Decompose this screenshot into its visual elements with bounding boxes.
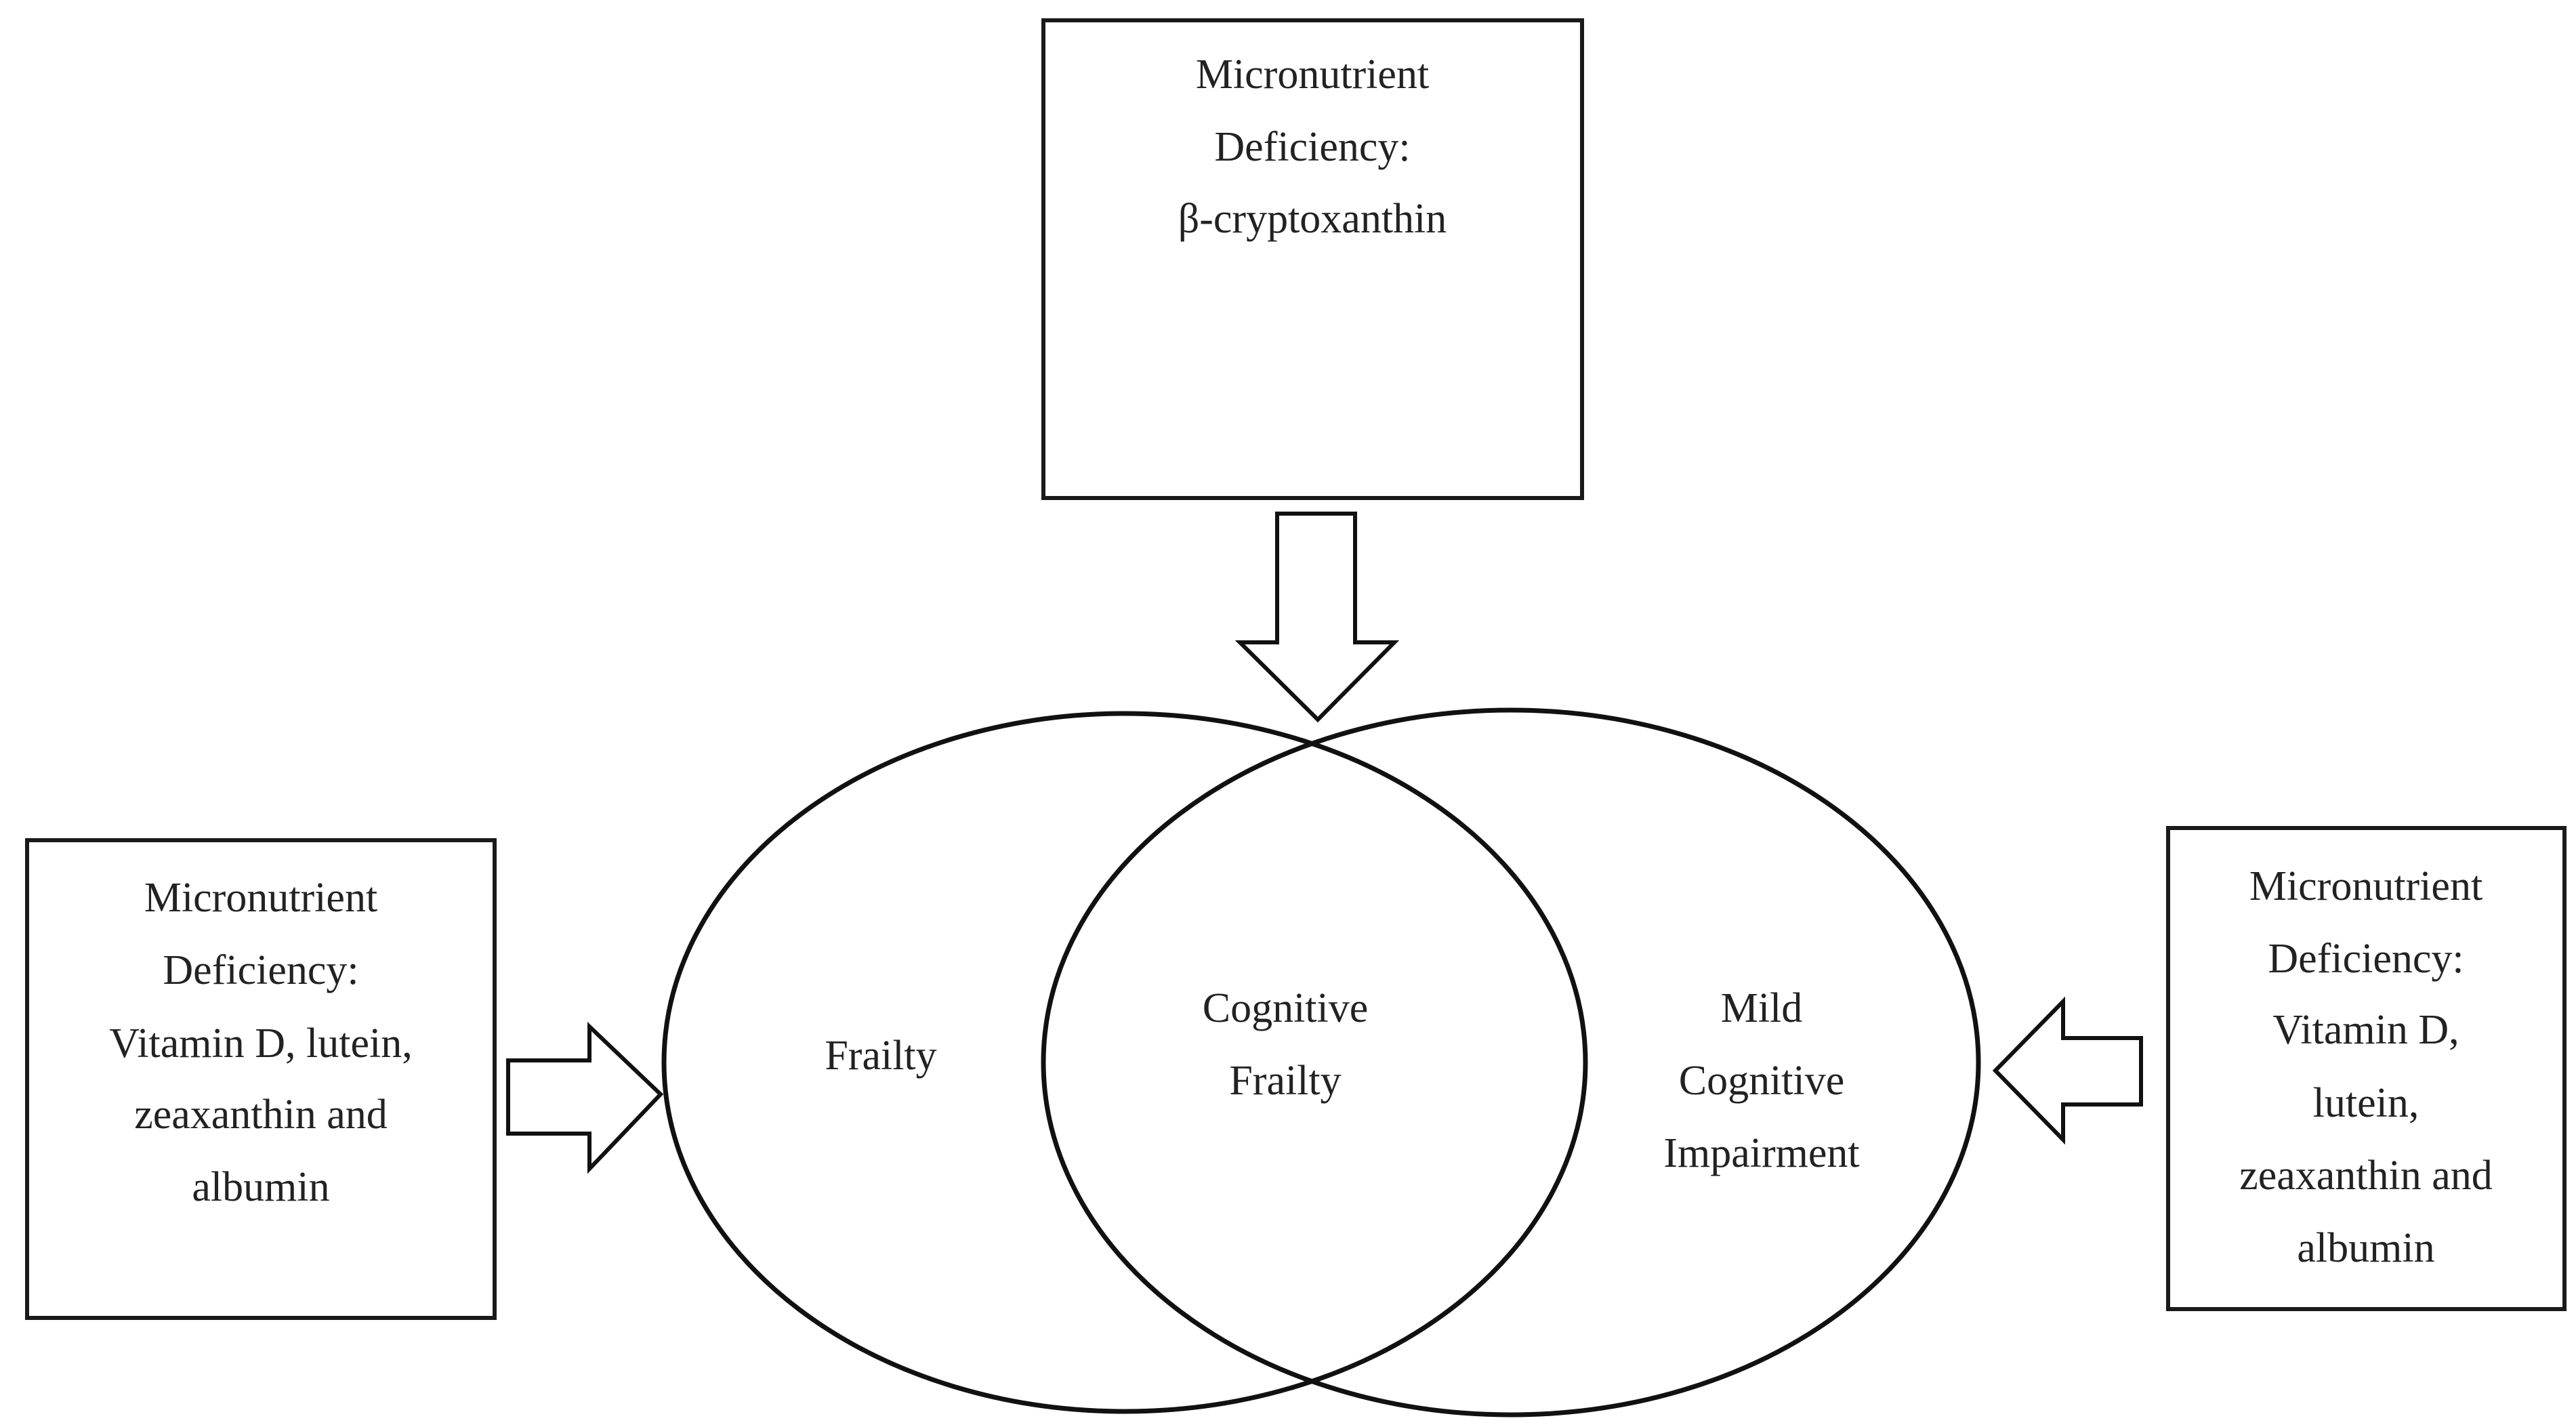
right-box-line-4: lutein,: [2313, 1080, 2419, 1126]
left-box-line-5: albumin: [192, 1164, 329, 1210]
right-arrow-icon: [506, 1022, 664, 1174]
right-box-line-3: Vitamin D,: [2272, 1007, 2459, 1053]
top-box-frame: [1041, 18, 1584, 500]
down-arrow-icon: [1234, 512, 1400, 723]
frailty-ellipse: [661, 711, 1588, 1414]
mci-line-1: Mild: [1721, 985, 1803, 1031]
top-box-line-3: β-cryptoxanthin: [1178, 196, 1447, 242]
cognitive-frailty-line-1: Cognitive: [1203, 985, 1369, 1031]
frailty-label: Frailty: [825, 1033, 936, 1079]
top-box-line-2: Deficiency:: [1214, 124, 1410, 170]
left-box-line-1: Micronutrient: [144, 875, 377, 921]
right-box-line-2: Deficiency:: [2268, 936, 2464, 982]
top-deficiency-box: Micronutrient Deficiency: β-cryptoxanthi…: [1041, 18, 1584, 500]
right-box-frame: [2166, 826, 2567, 1311]
right-box-line-5: zeaxanthin and: [2239, 1153, 2493, 1199]
mci-line-2: Cognitive: [1679, 1058, 1845, 1104]
left-box-line-3: Vitamin D, lutein,: [109, 1020, 412, 1067]
left-deficiency-box: Micronutrient Deficiency: Vitamin D, lut…: [25, 838, 497, 1320]
right-deficiency-box: Micronutrient Deficiency: Vitamin D, lut…: [2166, 826, 2567, 1311]
right-box-line-1: Micronutrient: [2249, 863, 2482, 909]
left-box-line-4: zeaxanthin and: [134, 1092, 388, 1138]
right-box-line-6: albumin: [2297, 1225, 2434, 1271]
mci-ellipse: [1041, 707, 1981, 1418]
mci-line-3: Impairment: [1663, 1130, 1859, 1176]
left-arrow-icon: [1992, 996, 2143, 1145]
left-box-frame: [25, 838, 497, 1320]
top-box-line-1: Micronutrient: [1196, 51, 1429, 98]
cognitive-frailty-line-2: Frailty: [1229, 1058, 1341, 1104]
left-box-line-2: Deficiency:: [163, 947, 358, 993]
